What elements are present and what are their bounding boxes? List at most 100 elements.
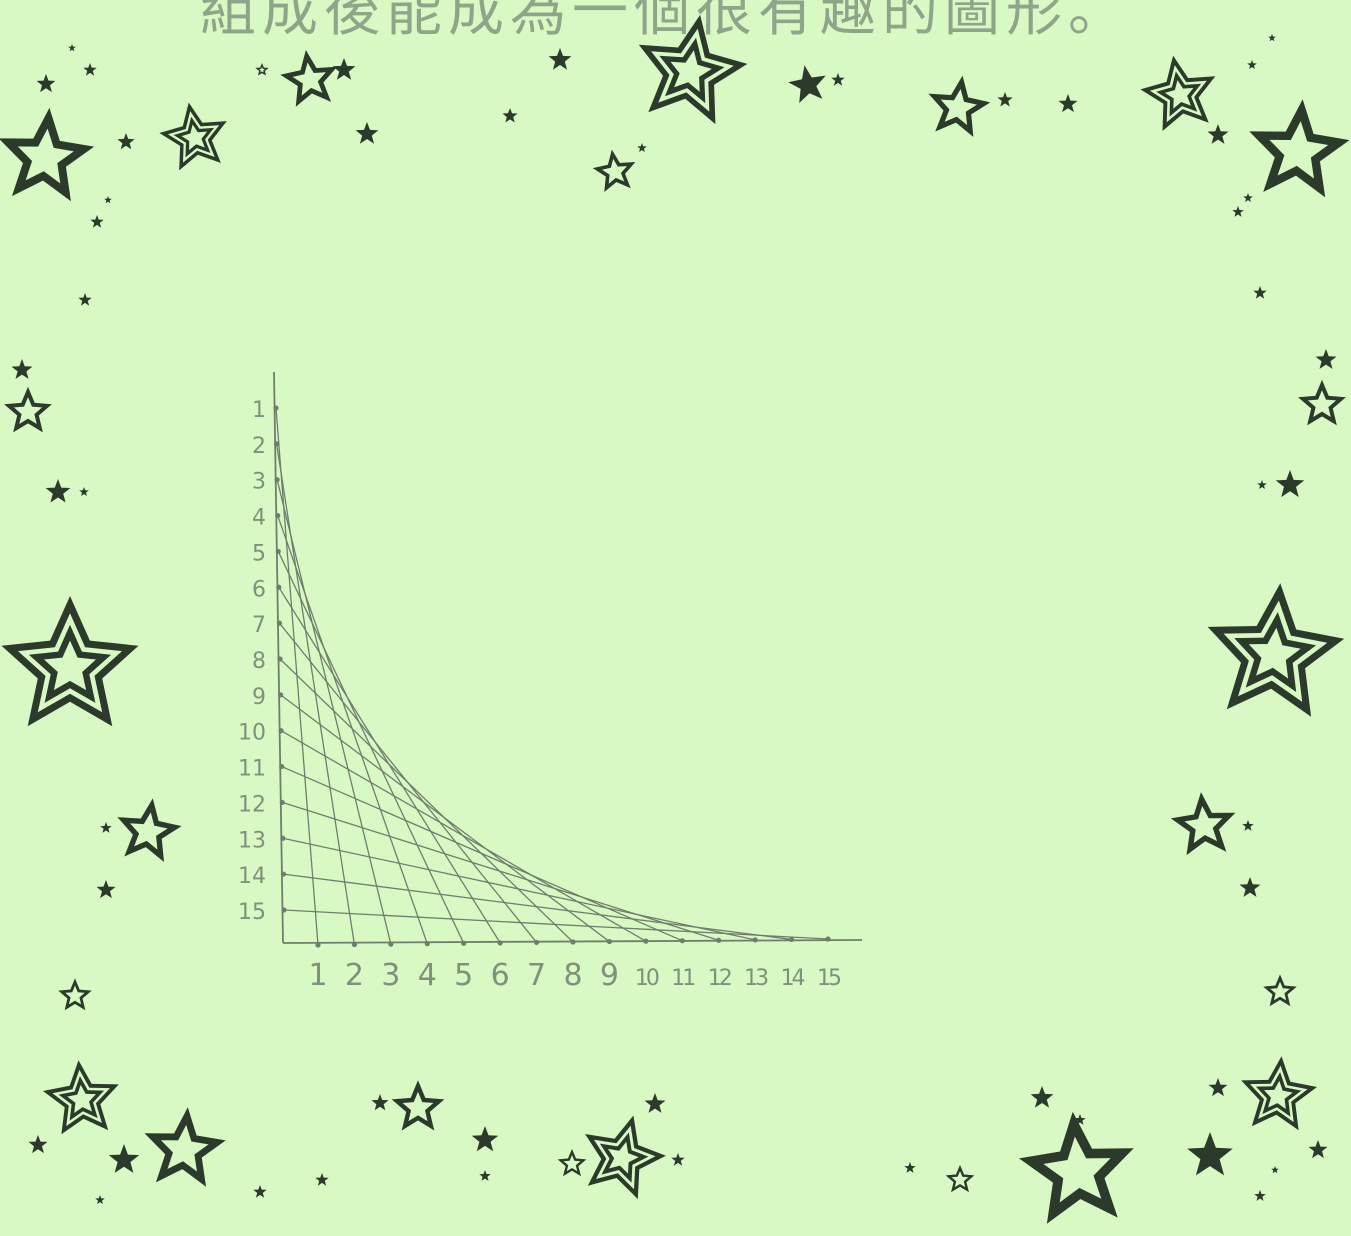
- x-axis-label: 2: [345, 958, 364, 993]
- star-icon: [1268, 34, 1276, 42]
- star-icon: [255, 63, 269, 76]
- star-icon: [1253, 286, 1267, 299]
- star-icon: [1, 596, 139, 727]
- star-icon: [11, 359, 33, 379]
- star-icon: [79, 487, 89, 496]
- star-icon: [1239, 877, 1261, 897]
- star-icon: [1074, 1114, 1086, 1125]
- star-icon: [83, 63, 97, 76]
- star-icon: [78, 293, 92, 306]
- y-axis-label: 14: [238, 864, 266, 889]
- star-icon: [36, 74, 56, 93]
- star-icon: [548, 48, 572, 70]
- star-icon: [45, 479, 71, 503]
- star-icon: [1030, 1086, 1054, 1108]
- string-line: [275, 443, 356, 945]
- star-icon: [904, 1162, 916, 1173]
- star-icon: [1263, 974, 1297, 1007]
- star-icon: [637, 143, 647, 152]
- string-lines: [275, 407, 829, 946]
- star-icon: [1058, 94, 1078, 113]
- star-icon: [100, 822, 112, 833]
- x-axis-label: 6: [491, 958, 510, 993]
- star-icon: [117, 133, 135, 150]
- star-icon: [638, 14, 748, 125]
- star-icon: [1140, 55, 1216, 131]
- x-axis-point: [643, 938, 649, 944]
- string-line: [282, 837, 756, 941]
- y-axis-label: 8: [252, 649, 266, 674]
- string-line: [282, 801, 719, 941]
- star-icon: [391, 1080, 445, 1131]
- star-icon: [1232, 206, 1244, 217]
- star-icon: [1207, 583, 1345, 717]
- star-icon: [831, 73, 845, 86]
- star-icon: [945, 1164, 975, 1193]
- page-title: 組成後能成為一個很有趣的圖形。: [200, 0, 1130, 44]
- x-axis-point: [716, 937, 722, 943]
- star-icon: [997, 92, 1013, 107]
- y-axis-label: 7: [252, 613, 266, 638]
- string-line: [275, 407, 319, 946]
- y-axis-label: 11: [238, 757, 266, 782]
- star-icon: [1242, 820, 1254, 831]
- star-icon: [1207, 124, 1229, 144]
- star-icon: [557, 1148, 587, 1177]
- star-icon: [471, 1126, 499, 1152]
- star-icon: [1315, 349, 1337, 369]
- y-axis-label: 13: [238, 828, 266, 853]
- x-axis-point: [461, 940, 467, 946]
- star-icon: [90, 215, 104, 228]
- star-icon: [253, 1185, 267, 1198]
- y-axis-label: 3: [252, 470, 266, 495]
- star-icon: [1249, 99, 1350, 198]
- string-line: [280, 730, 647, 942]
- star-icon: [95, 1195, 105, 1204]
- x-axis-label: 5: [454, 958, 473, 993]
- star-icon: [1241, 1056, 1317, 1131]
- star-icon: [1019, 1111, 1134, 1224]
- star-icon: [28, 1135, 48, 1154]
- y-axis-label: 5: [252, 541, 266, 566]
- star-icon: [1247, 60, 1257, 69]
- star-icon: [1308, 1140, 1328, 1159]
- star-icon: [280, 50, 338, 107]
- star-icon: [1243, 193, 1253, 202]
- star-icon: [104, 196, 112, 204]
- string-line: [283, 873, 792, 941]
- star-icon: [315, 1173, 329, 1186]
- star-icon: [117, 798, 182, 863]
- star-icon: [1187, 1132, 1233, 1176]
- star-icon: [928, 75, 991, 138]
- x-axis-point: [388, 941, 394, 947]
- string-line: [280, 694, 610, 943]
- star-icon: [502, 108, 518, 123]
- x-axis-point: [752, 937, 758, 943]
- x-axis-label: 9: [600, 958, 619, 993]
- x-axis-label: 1: [308, 958, 327, 993]
- y-axis-label: 4: [252, 506, 266, 531]
- star-icon: [1275, 470, 1305, 498]
- star-icon: [1257, 480, 1267, 489]
- string-line: [281, 765, 683, 942]
- axes: [273, 371, 863, 948]
- string-line: [279, 658, 574, 943]
- star-icon: [68, 44, 76, 52]
- string-line: [283, 909, 829, 940]
- star-icon: [0, 107, 95, 202]
- y-axis-label: 15: [238, 900, 266, 925]
- y-axis-label: 10: [238, 721, 266, 746]
- star-icon: [585, 1115, 666, 1200]
- star-icon: [43, 1060, 119, 1135]
- x-axis-label: 13: [744, 966, 768, 991]
- star-icon: [355, 122, 379, 144]
- star-icon: [788, 65, 826, 103]
- x-axis-label: 8: [563, 958, 582, 993]
- star-icon: [371, 1094, 389, 1111]
- x-axis-point: [424, 941, 430, 947]
